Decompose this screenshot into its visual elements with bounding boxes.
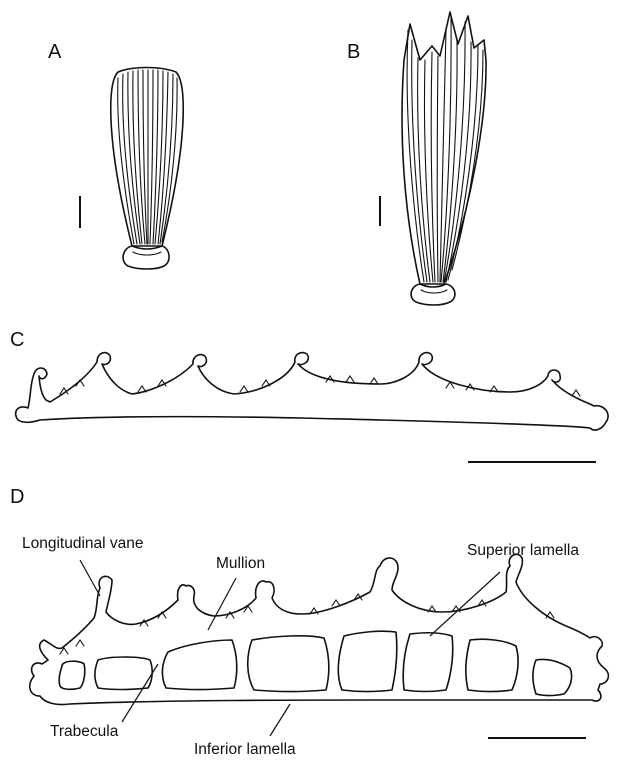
panel-label-d: D	[10, 486, 24, 508]
panel-label-a: A	[48, 41, 62, 63]
cross-section-c-outline	[16, 353, 608, 430]
scale-a-drawing	[80, 68, 183, 270]
leader-superior-lamella	[430, 572, 500, 636]
cross-section-d-lumina	[59, 631, 571, 695]
panel-label-b: B	[347, 41, 360, 63]
cross-section-c	[16, 353, 608, 462]
label-superior-lamella: Superior lamella	[467, 542, 579, 559]
cross-section-d-leaders	[80, 560, 500, 736]
panel-label-c: C	[10, 329, 24, 351]
scale-b-base	[411, 284, 455, 305]
label-longitudinal-vane: Longitudinal vane	[22, 535, 144, 552]
leader-trabecula	[122, 664, 158, 722]
cross-section-d-outline	[30, 554, 609, 704]
scale-b-drawing	[380, 12, 486, 305]
leader-inferior-lamella	[270, 704, 290, 736]
leader-longitudinal-vane	[80, 560, 100, 596]
label-mullion: Mullion	[216, 555, 265, 572]
label-trabecula: Trabecula	[50, 723, 119, 740]
leader-mullion	[208, 578, 236, 630]
cross-section-d	[30, 554, 609, 738]
label-inferior-lamella: Inferior lamella	[194, 741, 296, 758]
scale-a-base	[123, 246, 169, 269]
